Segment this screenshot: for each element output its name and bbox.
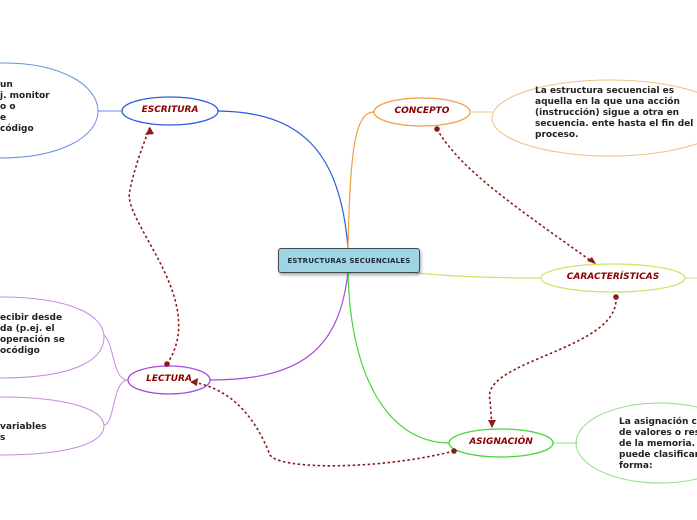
branch-caracteristicas <box>399 270 542 279</box>
note-bubble-concepto <box>491 79 697 157</box>
note-concepto: La estructura secuencial es aquella en l… <box>535 86 693 141</box>
relation-arrowhead <box>145 127 154 135</box>
note-line: de la memoria. L <box>619 439 697 449</box>
note-line: forma: <box>619 461 653 471</box>
node-concepto-shape[interactable] <box>373 97 471 127</box>
note-bubble-escritura <box>0 62 99 159</box>
note-line: ocódigo <box>0 346 40 356</box>
relation-start-dot <box>613 294 619 300</box>
branch-concepto <box>347 111 375 249</box>
note-asignacion: La asignación co de valores o resu de la… <box>619 417 697 472</box>
relation-lectura-escritura <box>128 126 180 365</box>
note-line: un <box>0 80 13 90</box>
node-asignacion-shape[interactable] <box>448 428 554 458</box>
relation-arrowhead <box>587 257 596 264</box>
relation-start-dot <box>164 361 170 367</box>
note-line: j. monitor <box>0 91 50 101</box>
note-line: aquella en la que una acción <box>535 97 680 107</box>
note-line: operación se <box>0 335 65 345</box>
note-line: da (p.ej. el <box>0 324 55 334</box>
note-line: La estructura secuencial es <box>535 86 675 96</box>
note-line: variables <box>0 422 47 432</box>
relation-arrowhead <box>488 420 496 428</box>
node-caracteristicas-shape[interactable] <box>540 263 686 293</box>
note-lectura-1: ecibir desde da (p.ej. el operación se o… <box>0 313 65 357</box>
note-bubble-lectura-1 <box>0 296 105 379</box>
branch-lectura <box>209 270 349 381</box>
note-line: de valores o resu <box>619 428 697 438</box>
branch-escritura <box>217 110 349 249</box>
note-line-lectura <box>103 334 129 426</box>
relation-caracteristicas-asignacion <box>489 296 617 428</box>
note-lectura-2: variables s <box>0 422 47 444</box>
note-line: código <box>0 124 34 134</box>
relation-arrowhead <box>190 378 198 386</box>
branch-asignacion <box>347 270 451 444</box>
note-line: La asignación co <box>619 417 697 427</box>
central-topic-label: ESTRUCTURAS SECUENCIALES <box>287 256 411 265</box>
note-escritura: un j. monitor o o e código <box>0 80 50 135</box>
note-line: proceso. <box>535 130 579 140</box>
relation-start-dot <box>434 126 440 132</box>
node-caracteristicas-label[interactable]: CARACTERÍSTICAS <box>566 272 660 282</box>
note-line: e <box>0 113 7 123</box>
node-lectura-shape[interactable] <box>127 365 211 395</box>
note-line: (instrucción) sigue a otra en <box>535 108 680 118</box>
relation-asignacion-lectura <box>191 381 455 467</box>
node-asignacion-label[interactable]: ASIGNACIÓN <box>469 437 533 447</box>
note-line: secuencia. ente hasta el fin del <box>535 119 694 129</box>
relation-concepto-caracteristicas <box>436 128 595 264</box>
node-concepto-label[interactable]: CONCEPTO <box>394 106 450 116</box>
note-line: s <box>0 433 6 443</box>
central-topic[interactable]: ESTRUCTURAS SECUENCIALES <box>278 248 420 273</box>
note-line: ecibir desde <box>0 313 63 323</box>
node-escritura-label[interactable]: ESCRITURA <box>141 105 199 115</box>
note-line: o o <box>0 102 16 112</box>
node-escritura-shape[interactable] <box>121 96 219 126</box>
node-lectura-label[interactable]: LECTURA <box>146 374 192 384</box>
note-line: puede clasificar <box>619 450 697 460</box>
note-bubble-lectura-2 <box>0 396 105 456</box>
note-bubble-asignacion <box>575 402 697 484</box>
relation-start-dot <box>451 448 457 454</box>
